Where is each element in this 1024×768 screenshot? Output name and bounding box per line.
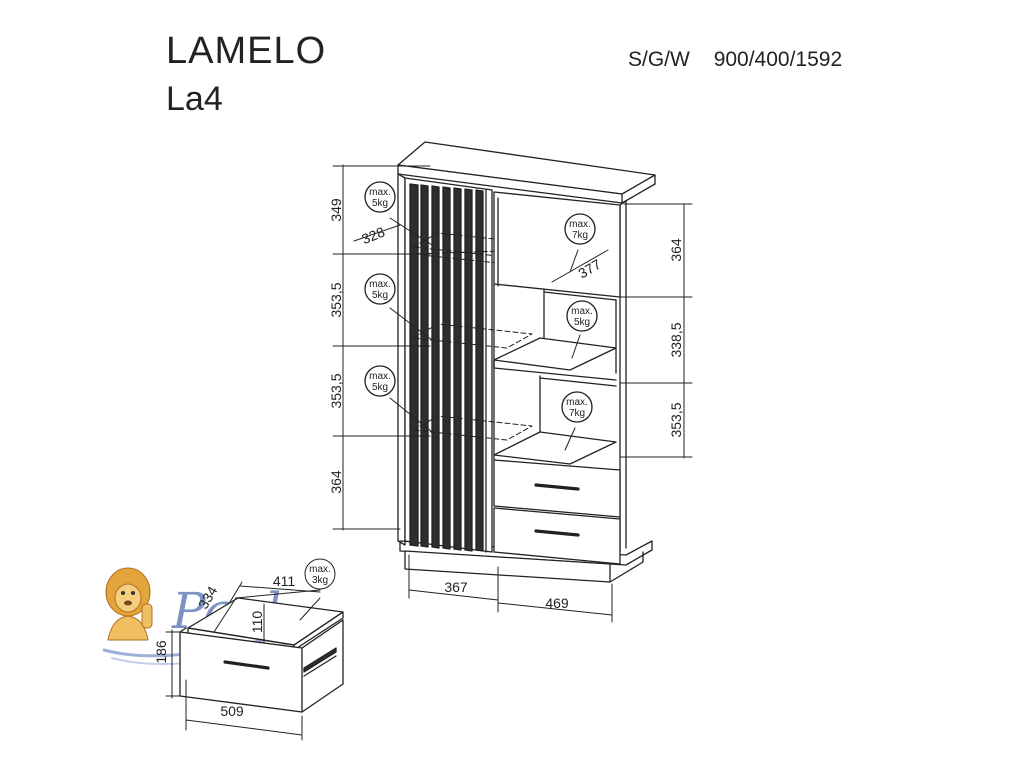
load-right-3-line1: max. — [566, 397, 588, 408]
drawer-dimension-lines — [165, 558, 336, 741]
right-height-3: 353,5 — [668, 402, 684, 437]
load-circle — [364, 365, 396, 397]
lamella-door — [404, 177, 493, 553]
drawer-load-line1: max. — [309, 564, 331, 575]
cabinet-upper-door — [493, 191, 621, 298]
load-left-1-line2: 5kg — [372, 198, 388, 209]
bottom-dimension-line — [408, 554, 613, 623]
load-right-2-line1: max. — [571, 306, 593, 317]
product-model: La4 — [166, 80, 223, 118]
overall-dimensions: S/G/W 900/400/1592 — [628, 48, 842, 72]
load-left-3-line1: max. — [369, 371, 391, 382]
left-height-1: 349 — [328, 198, 344, 222]
shelf-depth: 328 — [359, 223, 387, 247]
drawer-load-circle — [304, 558, 336, 590]
load-left-2-line1: max. — [369, 279, 391, 290]
load-left-2-line2: 5kg — [372, 290, 388, 301]
cabinet-left-side — [397, 173, 406, 546]
drawer-width: 509 — [220, 703, 244, 719]
left-dimension-line — [332, 164, 431, 531]
load-right-2-line2: 5kg — [574, 317, 590, 328]
drawer-front-height: 186 — [153, 640, 169, 664]
load-left-3-line2: 5kg — [372, 382, 388, 393]
load-circle — [564, 213, 596, 245]
dimensions-value: 900/400/1592 — [713, 48, 843, 71]
bottom-width-left: 367 — [444, 579, 468, 595]
drawer-drawing — [179, 597, 344, 713]
load-circle — [364, 273, 396, 305]
cabinet-drawing — [332, 141, 693, 623]
load-leader-lines — [389, 217, 581, 451]
load-right-1-line1: max. — [569, 219, 591, 230]
left-height-2: 353,5 — [328, 282, 344, 317]
drawer-inner-width: 411 — [273, 573, 296, 589]
drawer-load-line2: 3kg — [312, 575, 328, 586]
product-title: LAMELO — [166, 30, 327, 72]
load-circle — [364, 181, 396, 213]
cabinet-labels: 349 353,5 353,5 364 364 338,5 353,5 367 … — [328, 187, 684, 611]
open-compartments — [493, 283, 617, 465]
drawer-labels: 509 334 411 110 186 max. 3kg — [153, 564, 331, 719]
left-height-3: 353,5 — [328, 373, 344, 408]
cabinet-drawers — [493, 459, 621, 565]
cabinet-plinth — [399, 540, 653, 566]
load-right-3-line2: 7kg — [569, 408, 585, 419]
dimensions-label: S/G/W — [628, 48, 690, 71]
bottom-width-right: 469 — [545, 595, 569, 611]
right-height-1: 364 — [668, 238, 684, 262]
load-right-1-line2: 7kg — [572, 230, 588, 241]
right-height-2: 338,5 — [668, 322, 684, 357]
load-circle — [566, 300, 598, 332]
left-height-4: 364 — [328, 470, 344, 494]
load-left-1-line1: max. — [369, 187, 391, 198]
load-circle — [561, 391, 593, 423]
right-dimension-line — [619, 203, 693, 459]
drawer-inner-height: 110 — [249, 611, 265, 634]
